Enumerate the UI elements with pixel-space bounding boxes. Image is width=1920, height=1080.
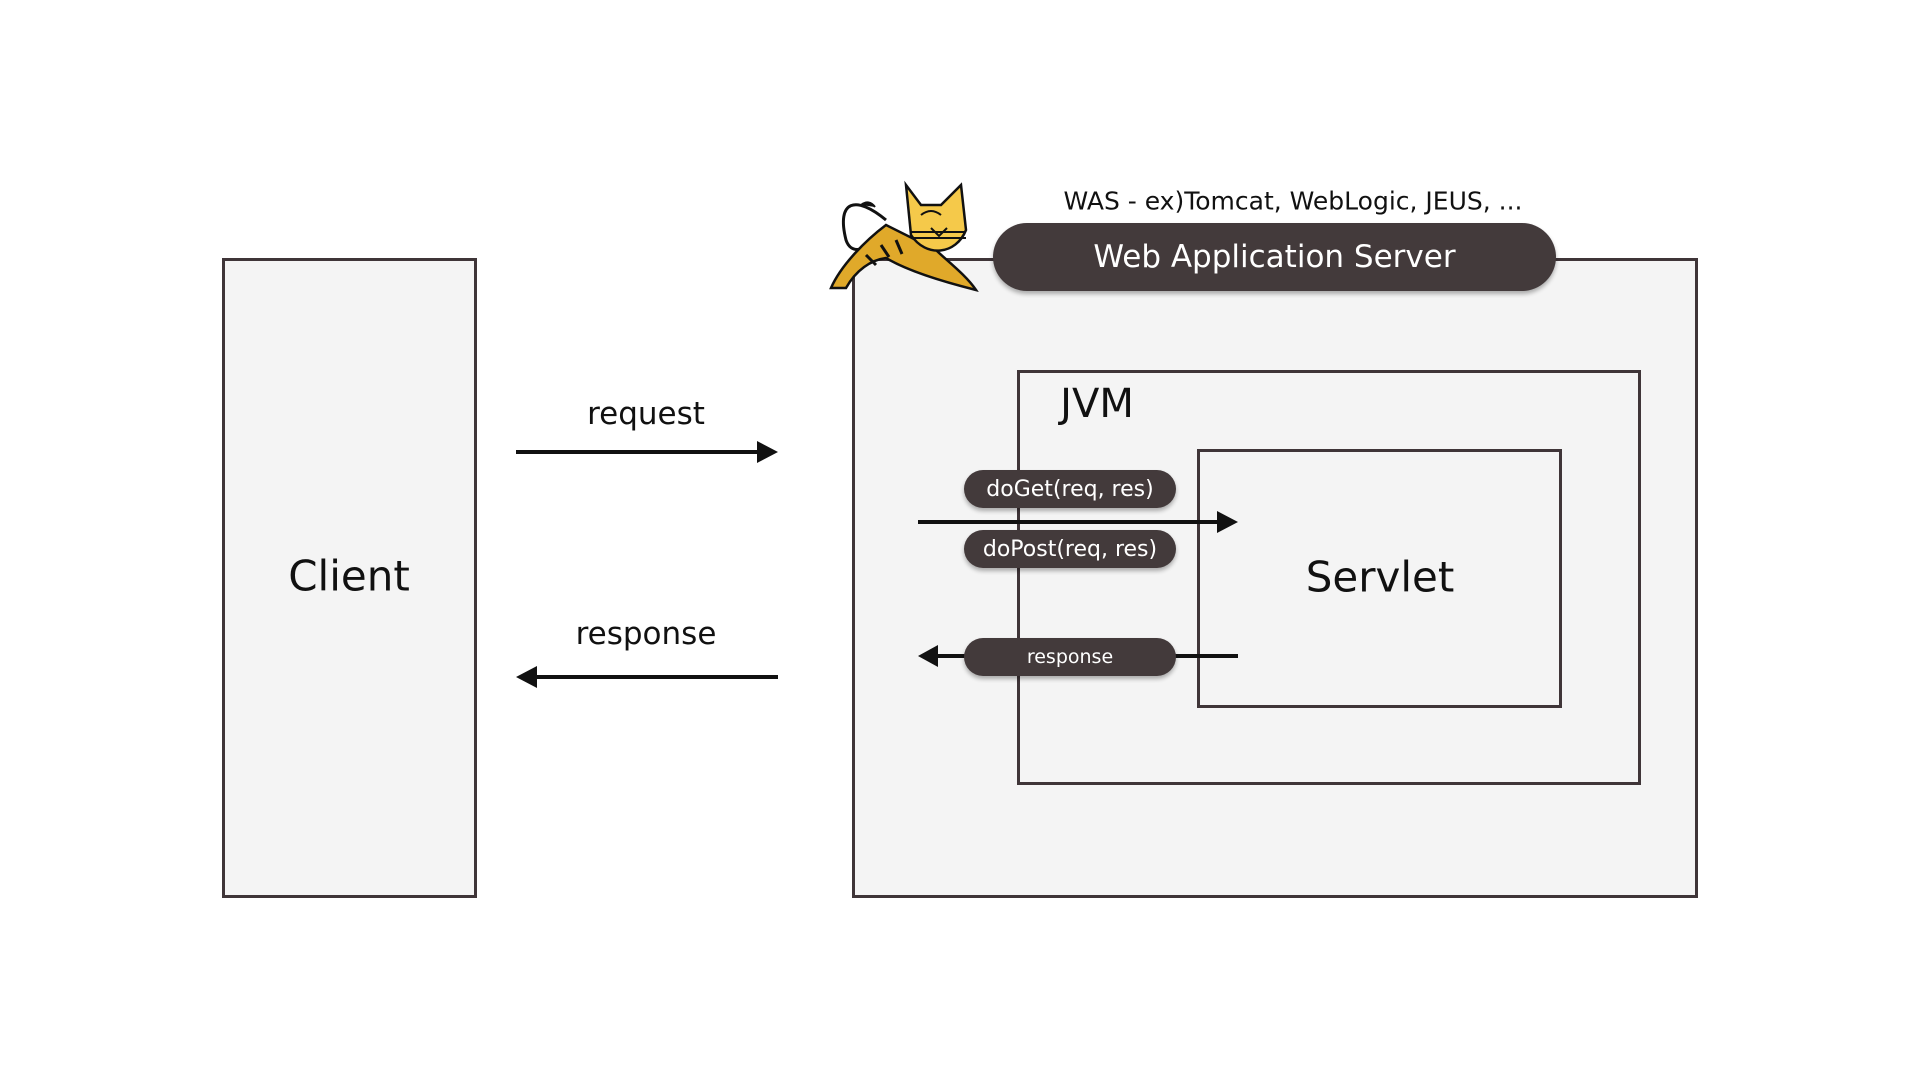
servlet-box — [1197, 449, 1562, 708]
doget-pill: doGet(req, res) — [964, 470, 1176, 508]
request-label: request — [587, 396, 705, 432]
servlet-label: Servlet — [1305, 552, 1455, 602]
was-caption: WAS - ex)Tomcat, WebLogic, JEUS, ... — [1063, 186, 1523, 216]
tomcat-cat-logo — [829, 180, 979, 292]
client-label: Client — [288, 551, 410, 601]
jvm-label: JVM — [1060, 381, 1134, 427]
dopost-pill: doPost(req, res) — [964, 530, 1176, 568]
response-pill: response — [964, 638, 1176, 676]
response-arrow — [516, 666, 778, 688]
request-arrow — [516, 441, 778, 463]
client-box — [222, 258, 477, 898]
was-title-pill: Web Application Server — [993, 223, 1556, 291]
response-label: response — [575, 616, 717, 652]
method-call-arrow — [918, 511, 1238, 533]
